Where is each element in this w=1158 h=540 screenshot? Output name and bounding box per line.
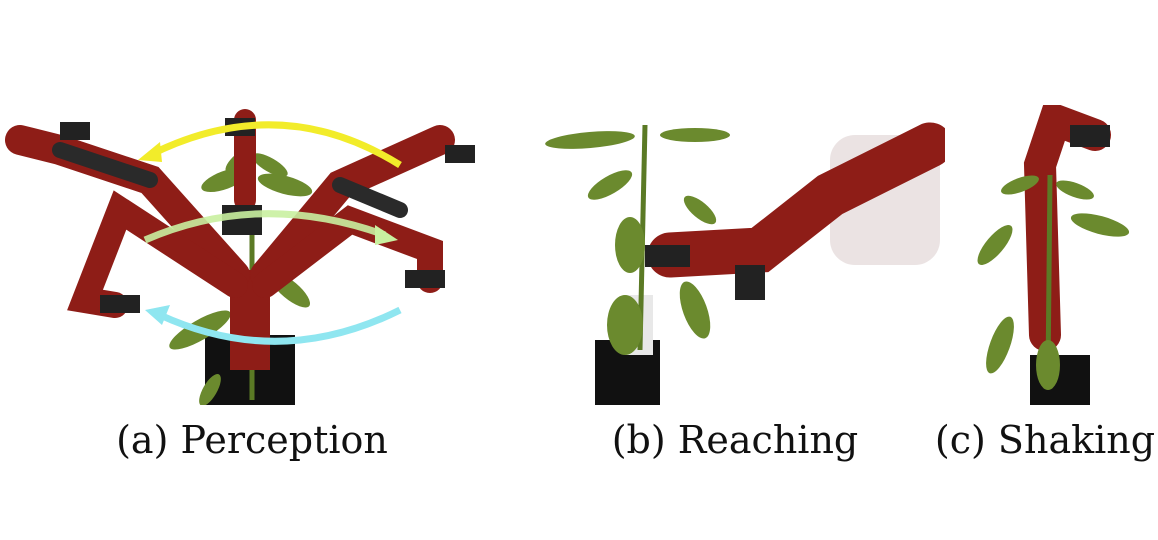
reaching-illustration — [545, 122, 945, 405]
plant-leaves — [545, 128, 730, 355]
arrowhead-yellow — [138, 142, 162, 162]
panel-perception-image — [0, 100, 510, 405]
shaking-illustration — [977, 105, 1130, 405]
arrowhead-cyan — [145, 305, 170, 325]
caption-perception: (a) Perception — [116, 418, 388, 462]
robot-gripper — [1070, 125, 1110, 147]
arrow-middle-green — [143, 210, 387, 244]
robot-gripper — [645, 245, 690, 267]
perception-illustration — [5, 109, 475, 405]
panel-reaching-image — [530, 105, 945, 405]
panel-shaking-image — [960, 105, 1135, 405]
caption-reaching: (b) Reaching — [611, 418, 859, 462]
arrowhead-green — [375, 225, 398, 245]
arrow-bottom-cyan — [158, 306, 402, 345]
robot-arm — [647, 122, 945, 278]
robot-wrist-camera — [735, 265, 765, 300]
caption-shaking: (c) Shaking — [934, 418, 1156, 462]
plant-leaves — [977, 175, 1130, 390]
arrow-top-yellow — [148, 121, 402, 168]
